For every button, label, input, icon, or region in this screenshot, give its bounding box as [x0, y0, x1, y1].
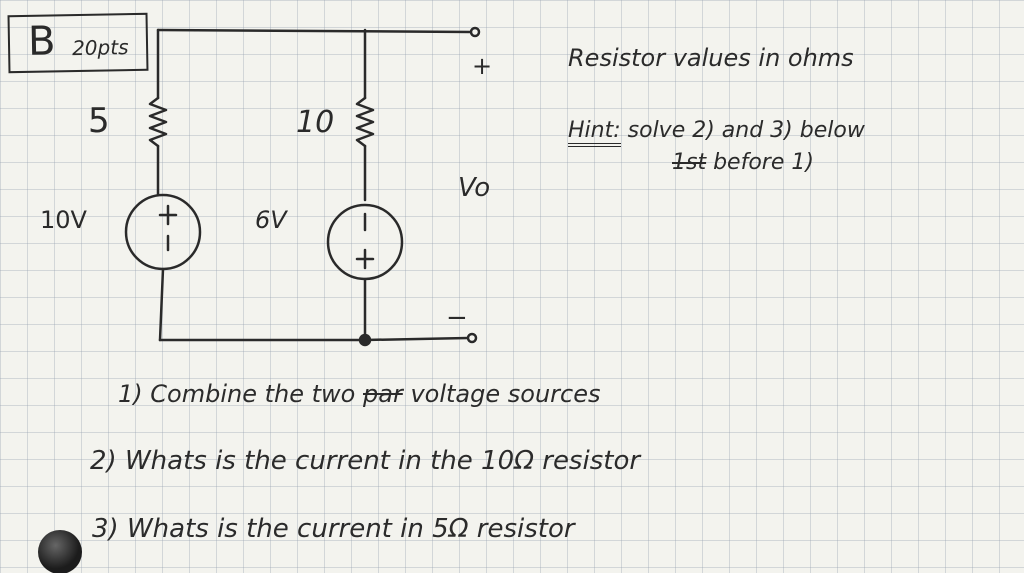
question-1-text-post: voltage sources	[410, 380, 601, 408]
question-1-strike: par	[363, 380, 403, 408]
question-3-text: Whats is the current in 5Ω resistor	[126, 514, 575, 544]
question-2: 2) Whats is the current in the 10Ω resis…	[90, 446, 640, 476]
output-minus-label: −	[446, 303, 468, 333]
question-1: 1) Combine the two par voltage sources	[118, 380, 600, 408]
bottom-node	[358, 333, 372, 347]
hint-label: Hint:	[568, 118, 621, 147]
v1-plus-mark	[158, 204, 178, 226]
v2-label: 6V	[255, 206, 288, 234]
hint-strike: 1st	[672, 150, 707, 175]
question-3: 3) Whats is the current in 5Ω resistor	[92, 514, 575, 544]
question-3-number: 3)	[92, 514, 119, 544]
top-terminal	[469, 26, 481, 38]
bottom-wire	[158, 336, 470, 342]
output-plus-label: +	[472, 52, 492, 80]
vo-label: Vo	[458, 173, 490, 203]
question-1-text-pre: Combine the two	[150, 380, 356, 408]
question-2-text: Whats is the current in the 10Ω resistor	[124, 446, 641, 476]
left-wire-lower	[158, 267, 165, 342]
question-2-number: 2)	[90, 446, 117, 476]
hint-text: solve 2) and 3) below	[627, 118, 865, 143]
r2-label: 10	[296, 105, 334, 140]
hint-text2: before 1)	[713, 150, 814, 175]
v1-label: 10V	[40, 206, 88, 234]
hint-note-line2: 1st before 1)	[672, 150, 814, 175]
r1-label: 5	[88, 101, 110, 141]
hole-punch-dot	[38, 530, 82, 573]
resistor-values-note: Resistor values in ohms	[568, 44, 854, 72]
resistor-5-zigzag	[148, 96, 168, 148]
v2-plus-mark	[355, 248, 375, 270]
hint-note: Hint: solve 2) and 3) below	[568, 118, 865, 147]
top-wire	[156, 28, 474, 34]
resistor-10-zigzag	[355, 96, 375, 148]
bottom-terminal	[466, 332, 478, 344]
question-1-number: 1)	[118, 380, 143, 408]
source-10v-circle	[124, 193, 202, 271]
